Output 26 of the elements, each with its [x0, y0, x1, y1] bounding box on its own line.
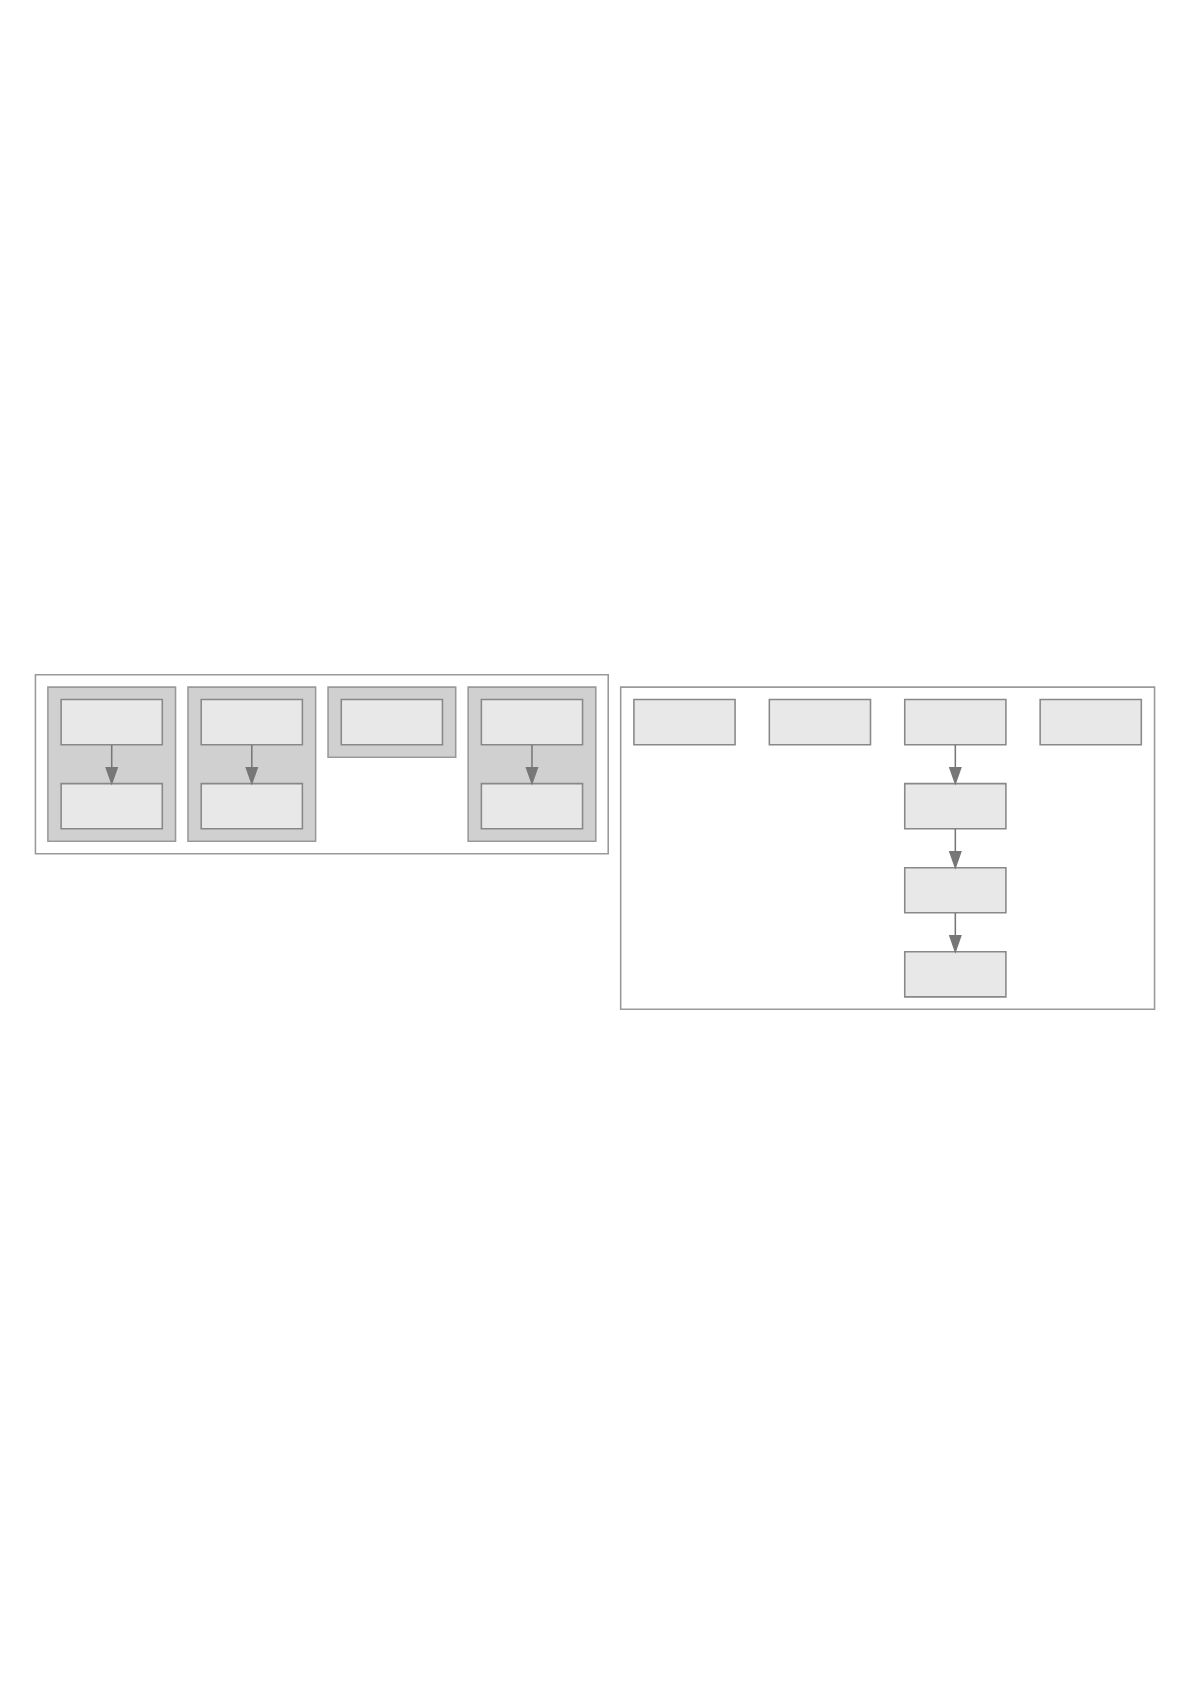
node-box	[633, 698, 736, 746]
node-box	[480, 782, 584, 830]
node-box	[480, 698, 584, 746]
cluster	[187, 686, 317, 842]
node-box	[60, 782, 164, 830]
node-box	[200, 782, 304, 830]
cluster	[34, 673, 609, 855]
arrow	[105, 744, 119, 786]
arrow	[948, 828, 962, 870]
node-box	[200, 698, 304, 746]
node-box	[340, 698, 444, 746]
node-box	[903, 782, 1007, 830]
node-box	[903, 866, 1007, 914]
cluster	[619, 686, 1156, 1011]
node-box	[1039, 698, 1143, 746]
node-box	[60, 698, 164, 746]
arrow	[948, 912, 962, 954]
node-box	[903, 698, 1007, 746]
node-box	[903, 950, 1007, 998]
arrow	[245, 744, 259, 786]
arrow	[948, 744, 962, 786]
cluster	[47, 686, 177, 842]
cluster	[467, 686, 597, 842]
cluster	[327, 686, 457, 758]
node-box	[768, 698, 872, 746]
arrow	[525, 744, 539, 786]
